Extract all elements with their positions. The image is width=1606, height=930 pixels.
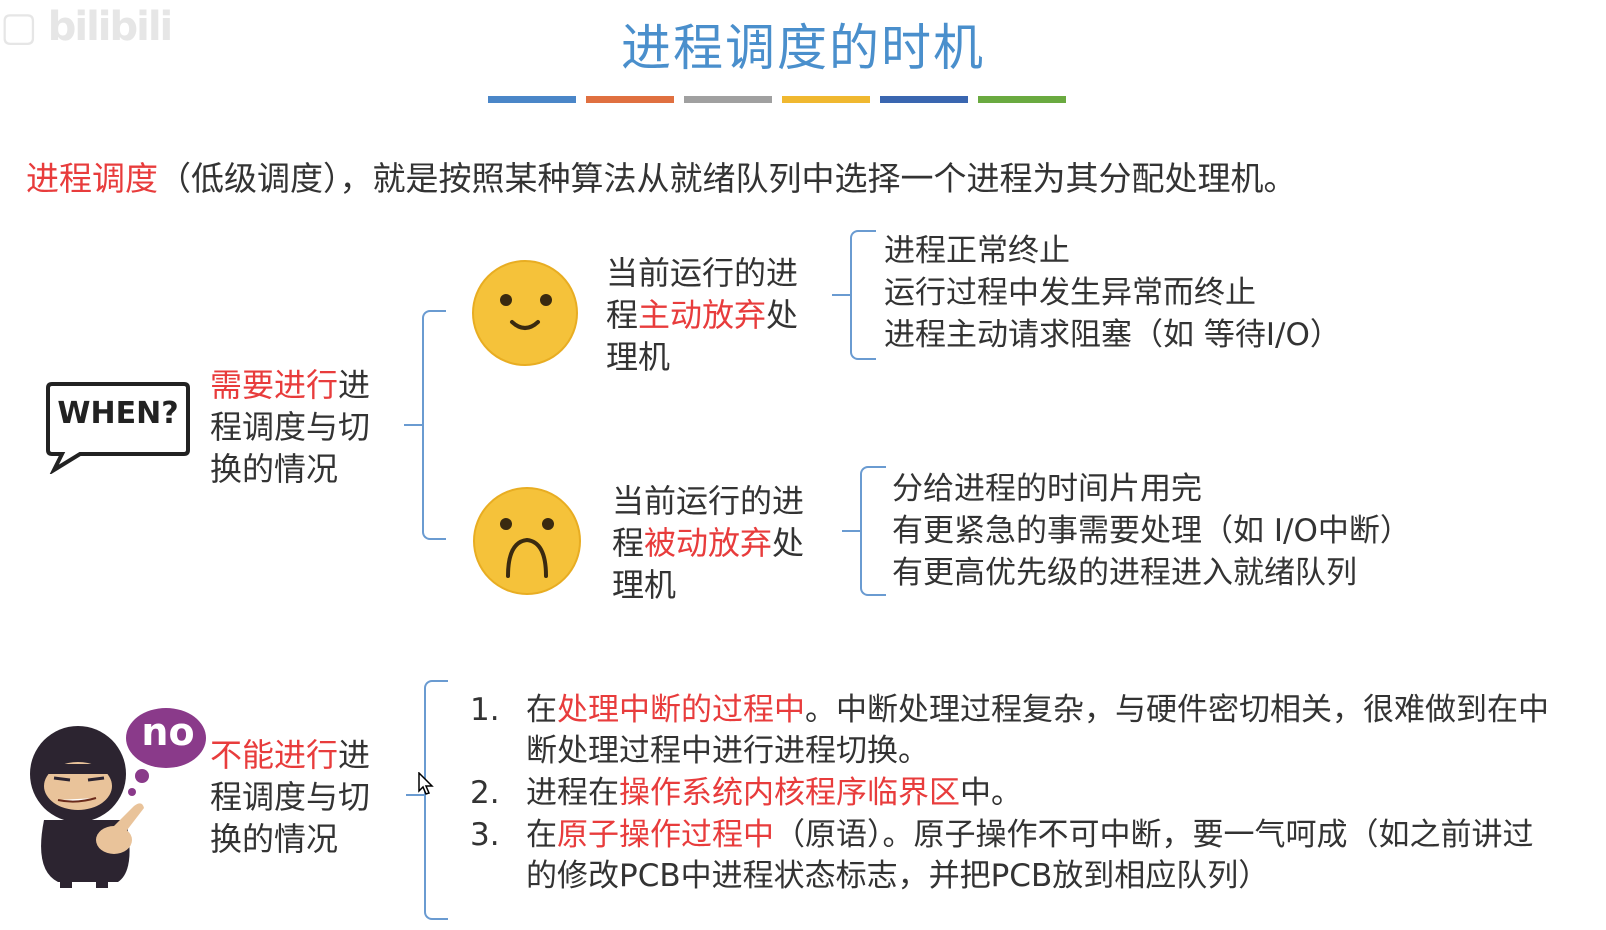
need-switch-label: 需要进行进 程调度与切 换的情况	[210, 364, 400, 490]
active-reason-item: 运行过程中发生异常而终止	[884, 272, 1341, 314]
active-quit-suffix: 处	[766, 296, 798, 334]
need-switch-line3: 换的情况	[210, 448, 400, 490]
active-reason-item: 进程主动请求阻塞（如 等待I/O）	[884, 314, 1341, 356]
list-item-highlight: 原子操作过程中	[557, 817, 774, 853]
accent-segment	[586, 96, 674, 103]
cannot-switch-list: 1. 在处理中断的过程中。中断处理过程复杂，与硬件密切相关，很难做到在中断处理过…	[470, 690, 1556, 898]
passive-reason-item: 有更高优先级的进程进入就绪队列	[892, 552, 1411, 594]
list-item-pre: 在	[526, 692, 557, 728]
cannot-switch-line1-tail: 进	[338, 736, 370, 774]
cannot-switch-bracket	[424, 680, 448, 920]
sad-face-icon	[470, 486, 584, 600]
cannot-switch-highlight: 不能进行	[210, 736, 338, 774]
accent-segment	[880, 96, 968, 103]
cannot-switch-label: 不能进行进 程调度与切 换的情况	[210, 734, 400, 860]
passive-reason-item: 有更紧急的事需要处理（如 I/O中断）	[892, 510, 1411, 552]
definition-rest: （低级调度），就是按照某种算法从就绪队列中选择一个进程为其分配处理机。	[158, 159, 1297, 198]
need-switch-highlight: 需要进行	[210, 366, 338, 404]
active-quit-highlight: 主动放弃	[638, 296, 766, 334]
list-item-highlight: 处理中断的过程中	[557, 692, 805, 728]
list-number: 2.	[470, 773, 526, 814]
cannot-switch-line3: 换的情况	[210, 818, 400, 860]
passive-reasons-bracket	[860, 466, 886, 596]
list-item-body: 进程在操作系统内核程序临界区中。	[526, 773, 1556, 814]
cannot-switch-line2: 程调度与切	[210, 776, 400, 818]
need-switch-bracket	[422, 310, 446, 540]
list-item-pre: 进程在	[526, 775, 619, 811]
active-quit-line1: 当前运行的进	[606, 252, 826, 294]
accent-color-bar	[488, 96, 1066, 103]
list-item: 2. 进程在操作系统内核程序临界区中。	[470, 773, 1556, 814]
accent-segment	[684, 96, 772, 103]
passive-reason-item: 分给进程的时间片用完	[892, 468, 1411, 510]
active-reasons-bracket	[850, 230, 876, 360]
need-switch-line1-tail: 进	[338, 366, 370, 404]
list-number: 1.	[470, 690, 526, 772]
accent-segment	[978, 96, 1066, 103]
list-item-body: 在处理中断的过程中。中断处理过程复杂，与硬件密切相关，很难做到在中断处理过程中进…	[526, 690, 1556, 772]
no-label: no	[138, 710, 198, 754]
ninja-no-illustration: no	[14, 700, 210, 894]
when-label: WHEN?	[46, 396, 190, 431]
passive-quit-line3: 理机	[612, 564, 832, 606]
list-item-pre: 在	[526, 817, 557, 853]
active-reasons-list: 进程正常终止 运行过程中发生异常而终止 进程主动请求阻塞（如 等待I/O）	[884, 230, 1341, 356]
passive-quit-suffix: 处	[772, 524, 804, 562]
smiley-face-icon	[470, 258, 580, 372]
definition-highlight: 进程调度	[26, 159, 158, 198]
list-item-post: 中。	[960, 775, 1022, 811]
active-quit-line3: 理机	[606, 336, 826, 378]
passive-quit-line1: 当前运行的进	[612, 480, 832, 522]
passive-quit-prefix: 程	[612, 524, 644, 562]
list-item-highlight: 操作系统内核程序临界区	[619, 775, 960, 811]
active-reason-item: 进程正常终止	[884, 230, 1341, 272]
passive-reasons-list: 分给进程的时间片用完 有更紧急的事需要处理（如 I/O中断） 有更高优先级的进程…	[892, 468, 1411, 594]
passive-quit-label: 当前运行的进 程被动放弃处 理机	[612, 480, 832, 606]
active-quit-prefix: 程	[606, 296, 638, 334]
accent-segment	[782, 96, 870, 103]
page-title: 进程调度的时机	[0, 8, 1606, 80]
when-speech-bubble: WHEN?	[46, 378, 192, 478]
list-number: 3.	[470, 815, 526, 897]
list-item: 1. 在处理中断的过程中。中断处理过程复杂，与硬件密切相关，很难做到在中断处理过…	[470, 690, 1556, 772]
passive-reasons-bracket-tip	[842, 530, 860, 532]
active-quit-label: 当前运行的进 程主动放弃处 理机	[606, 252, 826, 378]
list-item: 3. 在原子操作过程中（原语）。原子操作不可中断，要一气呵成（如之前讲过的修改P…	[470, 815, 1556, 897]
accent-segment	[488, 96, 576, 103]
need-switch-bracket-tip	[404, 424, 422, 426]
list-item-body: 在原子操作过程中（原语）。原子操作不可中断，要一气呵成（如之前讲过的修改PCB中…	[526, 815, 1556, 897]
active-reasons-bracket-tip	[832, 294, 850, 296]
passive-quit-highlight: 被动放弃	[644, 524, 772, 562]
definition-text: 进程调度（低级调度），就是按照某种算法从就绪队列中选择一个进程为其分配处理机。	[26, 152, 1297, 200]
need-switch-line2: 程调度与切	[210, 406, 400, 448]
mouse-cursor-icon	[418, 772, 434, 800]
